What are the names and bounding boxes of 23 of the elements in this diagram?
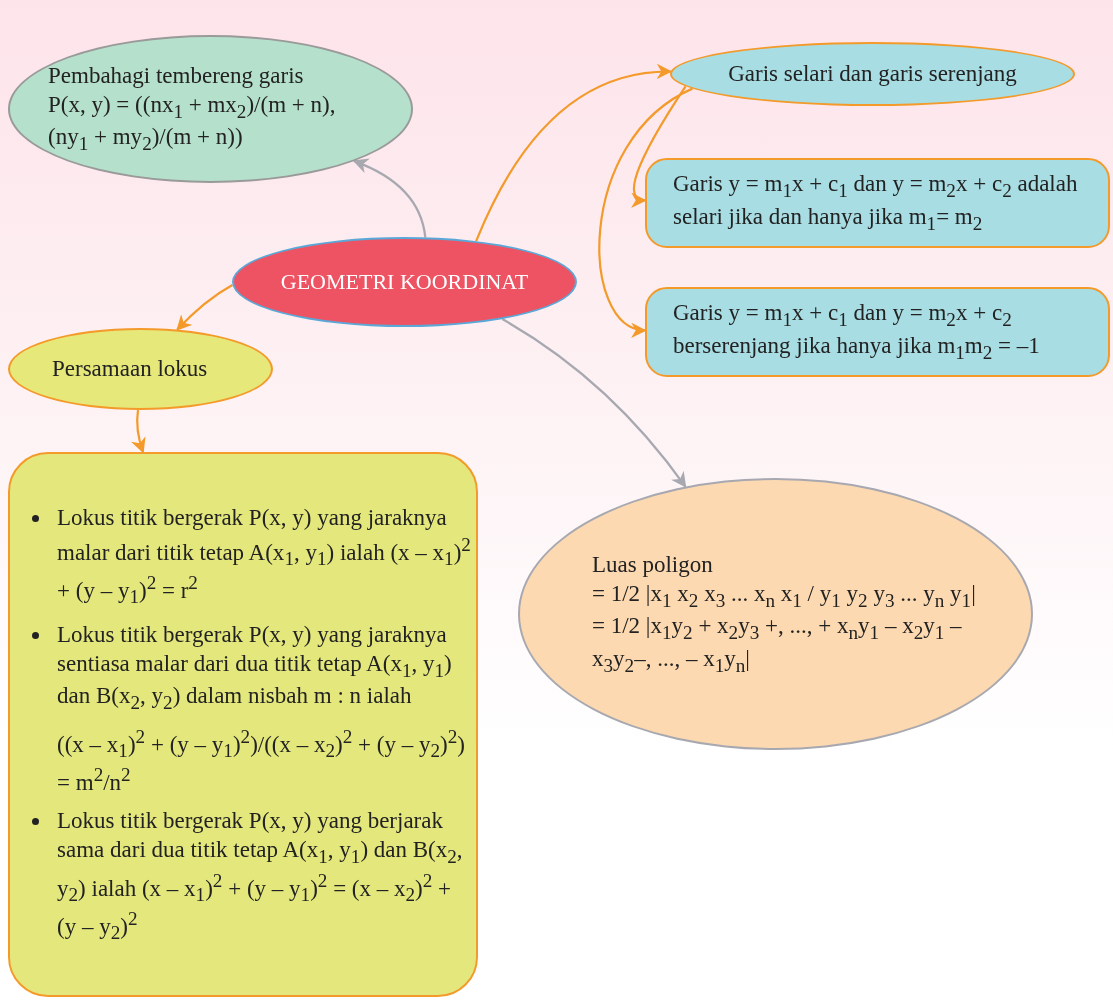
node-text: Garis y = m$_{1}$x + c$_{1}$ dan y = m$_{2}$x + c$_{2}$ adalah selari jika dan hanya jika m$_{1}$= m$_{2}$ — [673, 170, 1079, 236]
arrow — [501, 318, 687, 488]
formula: ((x – x$_{1}$)$^{2}$ + (y – y$_{1}$)$^{2}$)/((x – x$_{2}$)$^{2}$ + (y – y$_{2}$)$^{2}$) = m$^{2}$/n$^{2}$ — [57, 724, 466, 797]
arrow — [630, 85, 687, 206]
info-card — [8, 452, 478, 997]
arrow — [131, 409, 146, 454]
node-text: = 1/2 |x$_{1}$y$_{2}$ + x$_{2}$y$_{3}$ +, ..., + x$_{n}$y$_{1}$ – x$_{2}$y$_{1}$ – x$_{3}$y$_{2}$–, ..., – x$_{1}$y$_{n}$| — [592, 612, 963, 678]
info-card — [645, 158, 1110, 248]
bullet-text: Lokus titik bergerak P(x, y) yang jaraknya malar dari titik tetap A(x$_{1}$, y$_{1}$) ialah (x – x$_{1}$)$^{2}$ + (y – y$_{1}$)$^{2}$ = r$^{2}$ — [57, 503, 472, 609]
arrow — [176, 284, 233, 331]
node-text: Persamaan lokus — [52, 354, 209, 383]
arrow — [352, 159, 427, 238]
node-text: = 1/2 |x$_{1}$ x$_{2}$ x$_{3}$ ... x$_{n}$ x$_{1}$ / y$_{1}$ y$_{2}$ y$_{3}$ ... y$_{n}$ y$_{1}$| — [592, 579, 977, 613]
node-heading: Pembahagi tembereng garis — [48, 62, 305, 91]
node-text: Garis y = m$_{1}$x + c$_{1}$ dan y = m$_{2}$x + c$_{2}$ berserenjang jika hanya jika m$_{1}$m$_{2}$ = –1 — [673, 299, 1041, 365]
arrow — [598, 87, 693, 335]
node-text: P(x, y) = ((nx$_{1}$ + mx$_{2}$)/(m + n), (ny$_{1}$ + my$_{2}$)/(m + n)) — [48, 90, 337, 156]
bullet-text: Lokus titik bergerak P(x, y) yang jaraknya sentiasa malar dari dua titik tetap A(x$_{1}$, y$_{1}$) dan B(x$_{2}$, y$_{2}$) dalam nisbah m : n ialah — [57, 621, 453, 715]
node-text: Garis selari dan garis serenjang — [727, 59, 1018, 88]
bullet-text: Lokus titik bergerak P(x, y) yang berjarak sama dari dua titik tetap A(x$_{1}$, y$_{1}$) dan B(x$_{2}$, y$_{2}$) ialah (x – x$_{1}$)$^{2}$ + (y – y$_{1}$)$^{2}$ = (x – x$_{2}$)$^{2}$ + (y – y$_{2}$)$^{2}$ — [57, 807, 464, 946]
info-card — [645, 287, 1110, 377]
node-heading: Luas poligon — [592, 550, 714, 579]
node-text: GEOMETRI KOORDINAT — [279, 268, 530, 296]
